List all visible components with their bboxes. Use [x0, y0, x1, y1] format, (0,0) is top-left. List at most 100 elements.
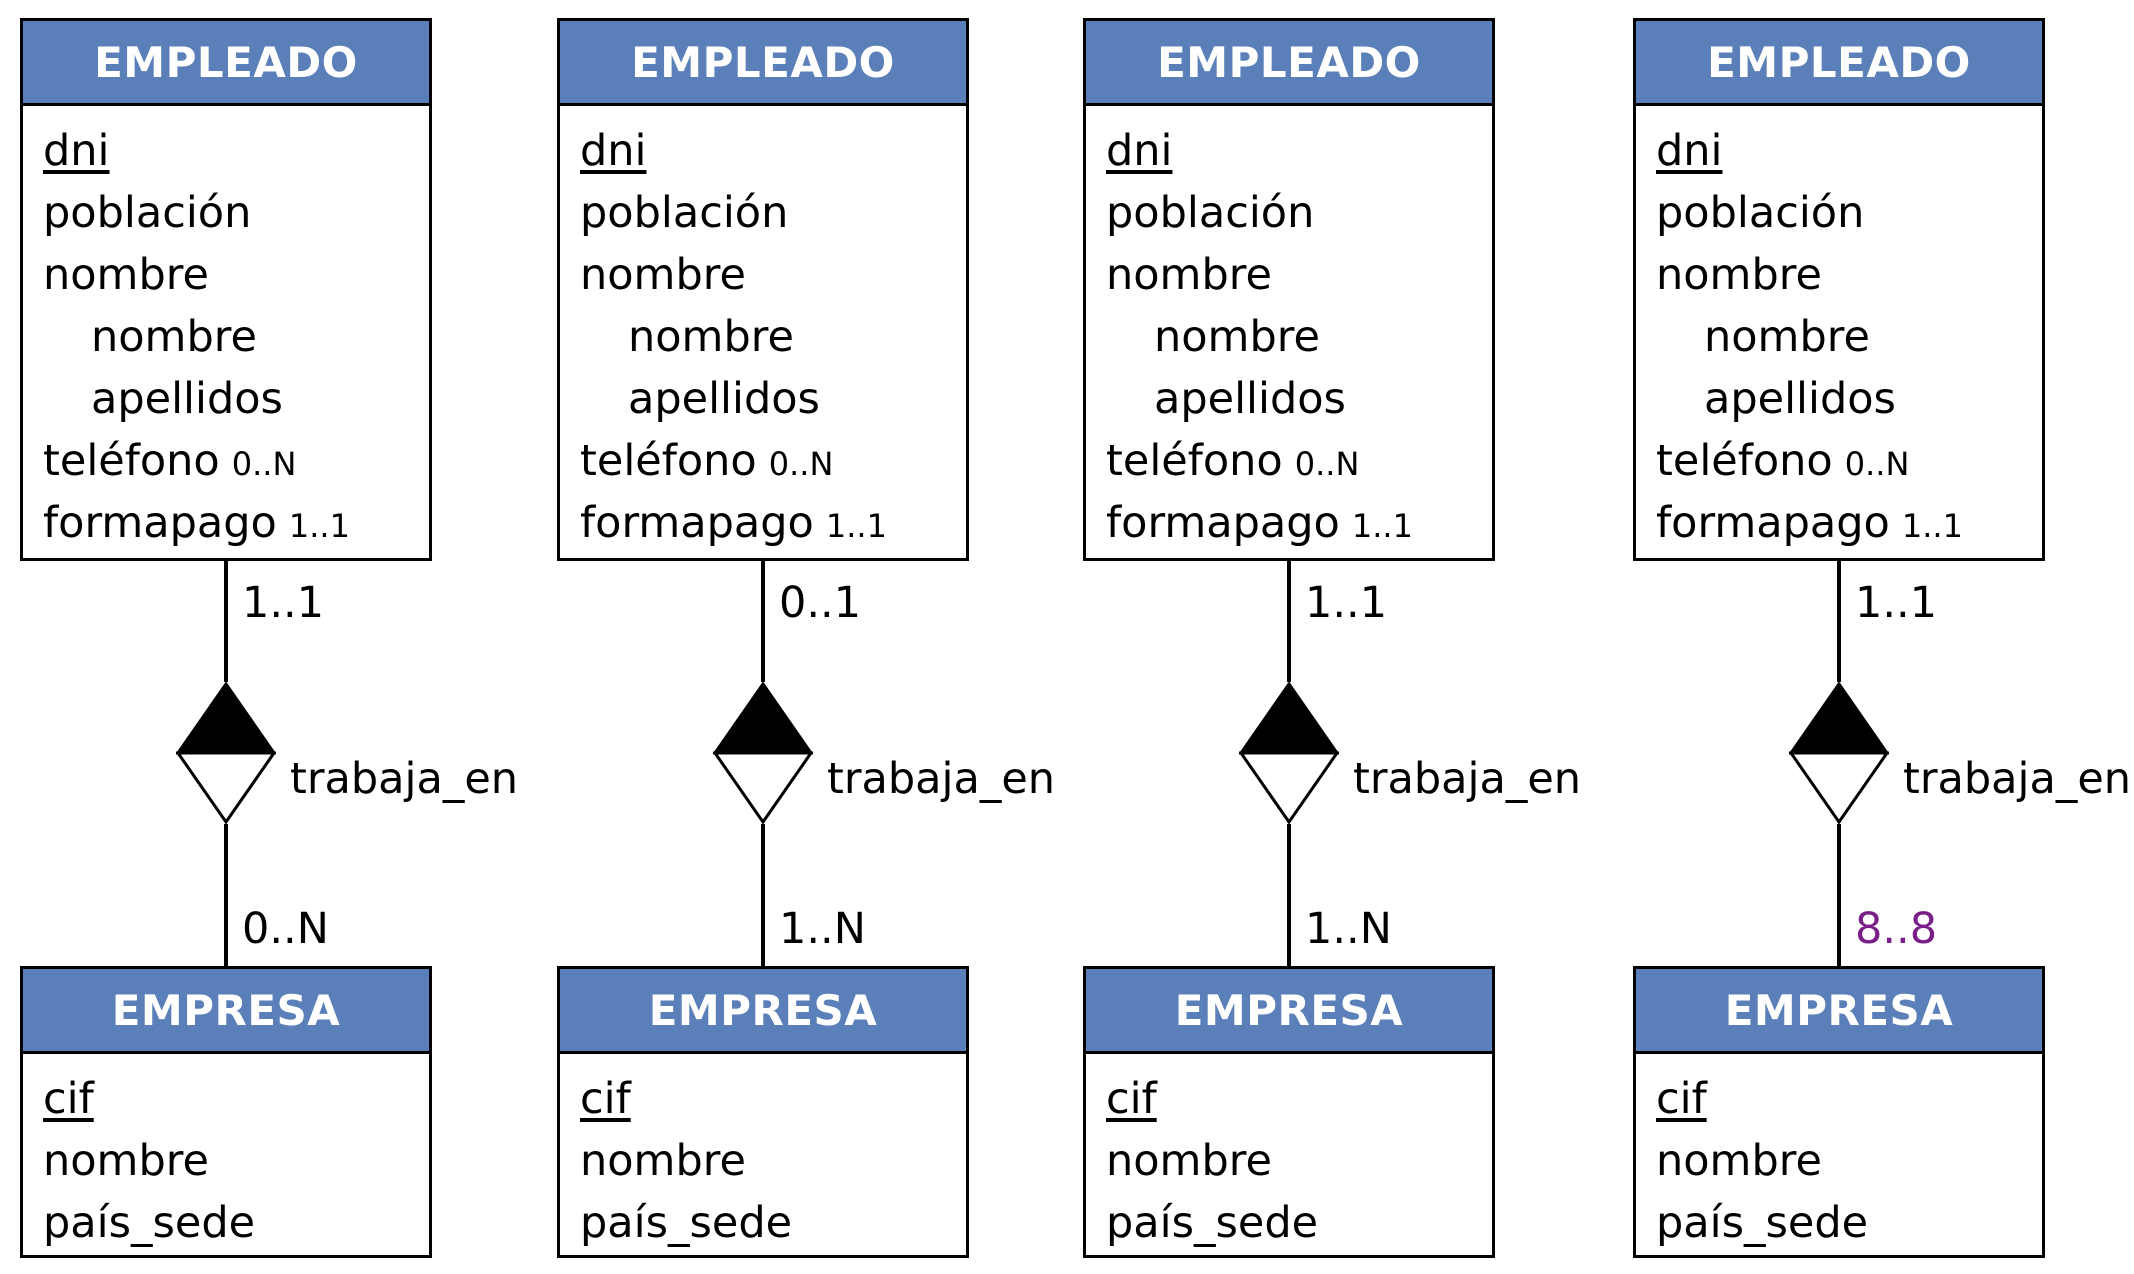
empresa-entity[interactable]: EMPRESA cif nombre país_sede — [1083, 966, 1495, 1258]
diamond-empty-half — [713, 751, 813, 824]
attribute-name: apellidos — [1154, 374, 1346, 424]
empresa-attributes: cif nombre país_sede — [1636, 1054, 2042, 1254]
primary-key-attribute: dni — [43, 120, 429, 182]
attribute-cardinality: 0..N — [768, 445, 834, 483]
relationship-diamond[interactable] — [713, 682, 813, 824]
attribute-cardinality: 0..N — [1294, 445, 1360, 483]
attribute-name: nombre — [628, 312, 794, 362]
attribute: país_sede — [1656, 1192, 2042, 1254]
empresa-entity[interactable]: EMPRESA cif nombre país_sede — [1633, 966, 2045, 1258]
relationship-diamond-shape — [1239, 682, 1339, 824]
attribute: población — [1106, 182, 1492, 244]
attribute-name: nombre — [580, 1136, 746, 1186]
attribute-name: cif — [43, 1074, 94, 1124]
cardinality-bottom: 1..N — [779, 904, 866, 954]
attribute: nombre — [1106, 1130, 1492, 1192]
attribute-name: país_sede — [1656, 1198, 1869, 1248]
connector-line — [1287, 561, 1291, 682]
diamond-filled-half — [1239, 682, 1339, 755]
sub-attribute: apellidos — [1656, 368, 2042, 430]
attribute-name: dni — [43, 126, 110, 176]
attribute-name: formapago — [43, 498, 277, 548]
attribute: nombre — [580, 244, 966, 306]
primary-key-attribute: cif — [1106, 1068, 1492, 1130]
relationship-label: trabaja_en — [1903, 754, 2132, 804]
empresa-header: EMPRESA — [1636, 969, 2042, 1054]
attribute-name: teléfono — [580, 436, 757, 486]
attribute-name: cif — [1656, 1074, 1707, 1124]
attribute: país_sede — [1106, 1192, 1492, 1254]
attribute-name: dni — [1106, 126, 1173, 176]
empresa-header: EMPRESA — [1086, 969, 1492, 1054]
attribute-name: nombre — [580, 250, 746, 300]
attribute-name: nombre — [1656, 250, 1822, 300]
empleado-header: EMPLEADO — [1086, 21, 1492, 106]
attribute-name: nombre — [1106, 1136, 1272, 1186]
er-diagram-1: EMPLEADO dni población nombre nombre apellido… — [20, 0, 518, 1274]
attribute: teléfono 0..N — [43, 430, 429, 492]
er-diagram-3: EMPLEADO dni población nombre nombre apellido… — [1083, 0, 1581, 1274]
attribute-name: teléfono — [43, 436, 220, 486]
empresa-attributes: cif nombre país_sede — [1086, 1054, 1492, 1254]
cardinality-top: 1..1 — [1305, 578, 1388, 628]
attribute: nombre — [1656, 1130, 2042, 1192]
primary-key-attribute: cif — [1656, 1068, 2042, 1130]
sub-attribute: nombre — [580, 306, 966, 368]
cardinality-top: 0..1 — [779, 578, 862, 628]
attribute: nombre — [1106, 244, 1492, 306]
attribute-name: dni — [580, 126, 647, 176]
attribute-name: cif — [1106, 1074, 1157, 1124]
connector-line — [1837, 561, 1841, 682]
attribute: nombre — [43, 244, 429, 306]
attribute-name: formapago — [1656, 498, 1890, 548]
empresa-header: EMPRESA — [23, 969, 429, 1054]
attribute: nombre — [43, 1130, 429, 1192]
empleado-entity[interactable]: EMPLEADO dni población nombre nombre apellido… — [1083, 18, 1495, 561]
attribute-name: nombre — [1106, 250, 1272, 300]
cardinality-bottom: 0..N — [242, 904, 329, 954]
relationship-diamond[interactable] — [1239, 682, 1339, 824]
primary-key-attribute: cif — [580, 1068, 966, 1130]
relationship-diamond[interactable] — [176, 682, 276, 824]
attribute-name: población — [43, 188, 252, 238]
attribute-cardinality: 1..1 — [825, 507, 887, 545]
cardinality-bottom: 8..8 — [1855, 904, 1938, 954]
empleado-entity[interactable]: EMPLEADO dni población nombre nombre apellido… — [20, 18, 432, 561]
attribute-name: país_sede — [1106, 1198, 1319, 1248]
empleado-attributes: dni población nombre nombre apellidos teléfon… — [560, 106, 966, 554]
attribute: nombre — [580, 1130, 966, 1192]
attribute-name: nombre — [1154, 312, 1320, 362]
primary-key-attribute: dni — [580, 120, 966, 182]
attribute-name: nombre — [1704, 312, 1870, 362]
relationship-diamond[interactable] — [1789, 682, 1889, 824]
attribute-name: nombre — [91, 312, 257, 362]
primary-key-attribute: dni — [1656, 120, 2042, 182]
attribute-cardinality: 0..N — [231, 445, 297, 483]
sub-attribute: nombre — [1656, 306, 2042, 368]
attribute-name: apellidos — [91, 374, 283, 424]
attribute-name: apellidos — [628, 374, 820, 424]
primary-key-attribute: cif — [43, 1068, 429, 1130]
attribute: población — [580, 182, 966, 244]
sub-attribute: nombre — [1106, 306, 1492, 368]
attribute-cardinality: 1..1 — [1901, 507, 1963, 545]
attribute-name: teléfono — [1656, 436, 1833, 486]
attribute: nombre — [1656, 244, 2042, 306]
empresa-entity[interactable]: EMPRESA cif nombre país_sede — [20, 966, 432, 1258]
empleado-header: EMPLEADO — [23, 21, 429, 106]
relationship-diamond-shape — [1789, 682, 1889, 824]
attribute-name: país_sede — [43, 1198, 256, 1248]
relationship-diamond-shape — [176, 682, 276, 824]
cardinality-bottom: 1..N — [1305, 904, 1392, 954]
relationship-label: trabaja_en — [1353, 754, 1582, 804]
attribute: país_sede — [43, 1192, 429, 1254]
